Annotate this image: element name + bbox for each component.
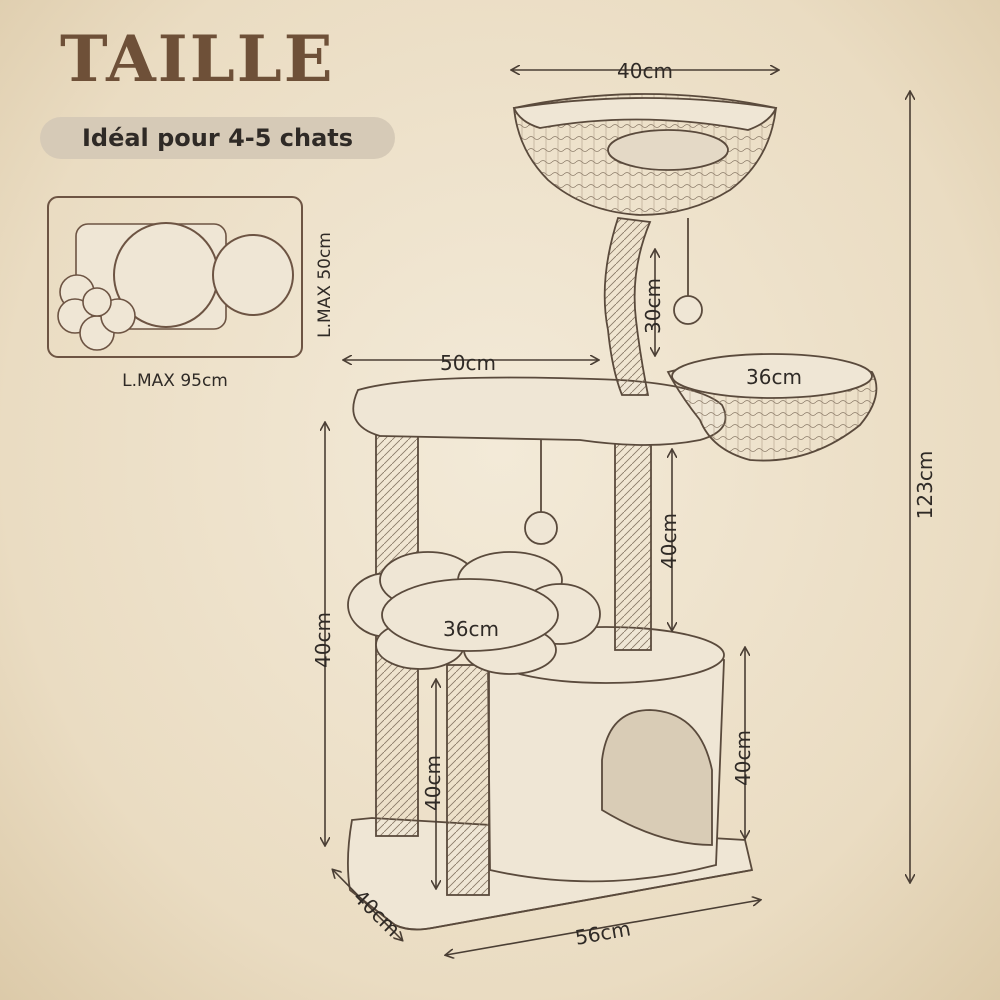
top-bowl-cushion bbox=[607, 129, 729, 171]
top-platform bbox=[352, 376, 727, 446]
footprint-frame bbox=[47, 196, 303, 358]
dim-platform-width: 50cm bbox=[440, 351, 496, 375]
flower-seat bbox=[347, 551, 601, 675]
page-title: TAILLE bbox=[60, 22, 335, 97]
footprint-flower bbox=[57, 274, 136, 351]
footprint-width-label: L.MAX 95cm bbox=[122, 371, 228, 391]
side-basket-rim bbox=[671, 353, 873, 399]
dim-total-height: 123cm bbox=[913, 451, 937, 520]
footprint-diagram bbox=[47, 196, 303, 358]
dim-base-width: 56cm bbox=[573, 916, 632, 949]
dim-middle-post-height: 40cm bbox=[657, 513, 681, 569]
dim-top-post-height: 30cm bbox=[641, 278, 665, 334]
dim-flower-width: 36cm bbox=[443, 617, 499, 641]
hanging-toy-top bbox=[673, 295, 703, 325]
dim-left-post-height: 40cm bbox=[311, 612, 335, 668]
footprint-depth-label: L.MAX 50cm bbox=[315, 232, 335, 338]
dimension-arrows bbox=[325, 70, 910, 955]
dim-condo-height: 40cm bbox=[731, 730, 755, 786]
capacity-badge: Idéal pour 4-5 chats bbox=[40, 117, 395, 159]
middle-post bbox=[614, 439, 652, 651]
footprint-basket bbox=[212, 234, 294, 316]
dim-small-post-height: 40cm bbox=[421, 755, 445, 811]
top-post bbox=[603, 217, 652, 396]
condo-door bbox=[601, 709, 713, 846]
dim-top-bowl-width: 40cm bbox=[617, 59, 673, 83]
small-post bbox=[446, 664, 490, 896]
top-bowl-rim bbox=[512, 97, 778, 131]
dim-side-basket-width: 36cm bbox=[746, 365, 802, 389]
hanging-toy-middle bbox=[524, 511, 558, 545]
